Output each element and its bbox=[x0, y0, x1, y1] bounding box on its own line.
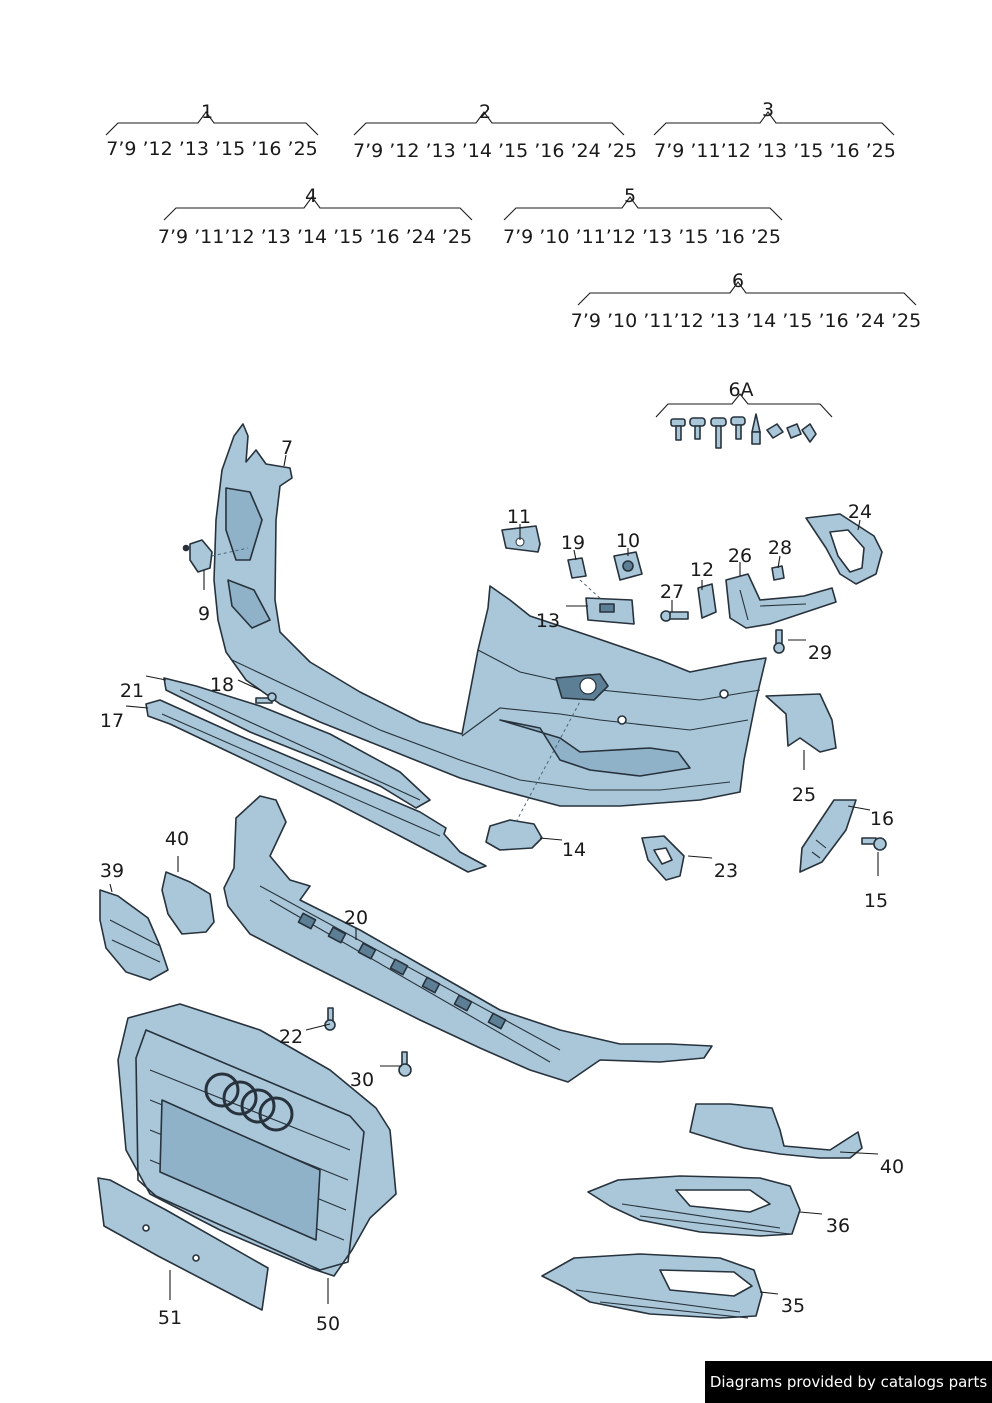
part-12 bbox=[697, 583, 717, 619]
callout-21: 21 bbox=[120, 680, 144, 702]
group-3: 3 7’9 ’11’12 ’13 ’15 ’16 ’25 bbox=[653, 99, 896, 162]
group-4-label: 4 bbox=[305, 185, 317, 207]
part-18-screw bbox=[255, 692, 277, 704]
callout-10: 10 bbox=[616, 530, 640, 552]
group-5: 5 7’9 ’10 ’11’12 ’13 ’15 ’16 ’25 bbox=[503, 185, 783, 248]
group-1-label: 1 bbox=[201, 101, 213, 123]
group-6a-label: 6A bbox=[728, 379, 753, 401]
part-30-screw bbox=[398, 1051, 412, 1077]
group-2-years-text: 7’9 ’12 ’13 ’14 ’15 ’16 ’24 ’25 bbox=[353, 140, 637, 162]
part-39 bbox=[99, 889, 169, 981]
callout-28: 28 bbox=[768, 537, 792, 559]
part-10 bbox=[613, 551, 643, 581]
part-40-right bbox=[689, 1103, 863, 1159]
callout-12: 12 bbox=[690, 559, 714, 581]
group-1: 1 7’9 ’12 ’13 ’15 ’16 ’25 bbox=[105, 101, 319, 160]
part-27-bolt bbox=[660, 610, 689, 622]
callout-16: 16 bbox=[870, 808, 894, 830]
fastener-kit bbox=[670, 413, 817, 449]
callout-15: 15 bbox=[864, 890, 888, 912]
callout-26: 26 bbox=[728, 545, 752, 567]
callout-14: 14 bbox=[562, 839, 586, 861]
part-9-bracket bbox=[182, 539, 249, 573]
callout-50: 50 bbox=[316, 1313, 340, 1335]
part-25 bbox=[765, 693, 837, 753]
callout-40-right: 40 bbox=[880, 1156, 904, 1178]
callout-22: 22 bbox=[279, 1026, 303, 1048]
part-11 bbox=[501, 525, 541, 553]
callout-19: 19 bbox=[561, 532, 585, 554]
part-50-grille bbox=[117, 1003, 397, 1277]
callout-39: 39 bbox=[100, 860, 124, 882]
part-13 bbox=[579, 579, 635, 625]
part-19 bbox=[567, 557, 587, 579]
part-26-bracket bbox=[725, 573, 837, 629]
callouts: 7 9 11 19 10 12 26 28 24 27 13 29 21 18 … bbox=[100, 437, 904, 1335]
callout-40-left: 40 bbox=[165, 828, 189, 850]
callout-25: 25 bbox=[792, 784, 816, 806]
group-3-years: 7’9 ’11’12 ’13 ’15 ’16 ’25 bbox=[654, 140, 896, 162]
group-6: 6 7’9 ’10 ’11’12 ’13 ’14 ’15 ’16 ’24 ’25 bbox=[571, 270, 921, 332]
part-29-screw bbox=[773, 629, 785, 654]
bumper-cover bbox=[213, 423, 767, 807]
part-14-cap bbox=[485, 693, 585, 851]
part-24-frame bbox=[805, 513, 883, 585]
callout-13: 13 bbox=[536, 610, 560, 632]
part-51-plate bbox=[97, 1177, 269, 1311]
credit-banner: Diagrams provided by catalogs parts bbox=[705, 1361, 992, 1403]
callout-27: 27 bbox=[660, 581, 684, 603]
part-17-strip bbox=[145, 699, 487, 873]
part-35-fog-grille bbox=[541, 1253, 763, 1319]
group-5-label: 5 bbox=[624, 185, 636, 207]
four-rings-logo bbox=[204, 1072, 294, 1132]
group-2: 2 7’9 ’12 ’13 ’14 ’15 ’16 ’24 ’25 bbox=[353, 101, 637, 162]
group-2-label: 2 bbox=[479, 101, 491, 123]
callout-24: 24 bbox=[848, 501, 872, 523]
group-4-years: 7’9 ’11’12 ’13 ’14 ’15 ’16 ’24 ’25 bbox=[158, 226, 472, 248]
part-15-bolt bbox=[861, 837, 887, 851]
group-5-years: 7’9 ’10 ’11’12 ’13 ’15 ’16 ’25 bbox=[503, 226, 781, 248]
callout-51: 51 bbox=[158, 1307, 182, 1329]
group-1-years: 7’9 ’12 ’13 ’15 ’16 ’25 bbox=[106, 138, 318, 160]
callout-18: 18 bbox=[210, 674, 234, 696]
part-36-fog-grille bbox=[587, 1175, 801, 1237]
part-28 bbox=[771, 565, 785, 581]
part-23 bbox=[641, 835, 685, 881]
part-22-screw bbox=[324, 1007, 336, 1031]
credit-text: Diagrams provided by catalogs parts bbox=[709, 1373, 988, 1391]
callout-36: 36 bbox=[826, 1215, 850, 1237]
callout-30: 30 bbox=[350, 1069, 374, 1091]
callout-35: 35 bbox=[781, 1295, 805, 1317]
group-6a: 6A bbox=[655, 379, 833, 418]
group-6-years: 7’9 ’10 ’11’12 ’13 ’14 ’15 ’16 ’24 ’25 bbox=[571, 310, 921, 332]
callout-29: 29 bbox=[808, 642, 832, 664]
callout-23: 23 bbox=[714, 860, 738, 882]
group-3-label: 3 bbox=[762, 99, 774, 121]
group-6-label: 6 bbox=[732, 270, 744, 292]
part-20-absorber bbox=[223, 795, 713, 1083]
callout-7: 7 bbox=[281, 437, 293, 459]
callout-20: 20 bbox=[344, 907, 368, 929]
part-16 bbox=[799, 799, 857, 873]
part-21-strip bbox=[163, 677, 431, 809]
part-40-left bbox=[161, 871, 215, 935]
callout-9: 9 bbox=[198, 603, 210, 625]
group-4: 4 7’9 ’11’12 ’13 ’14 ’15 ’16 ’24 ’25 bbox=[158, 185, 473, 248]
leader-lines bbox=[109, 454, 879, 1304]
callout-17: 17 bbox=[100, 710, 124, 732]
callout-11: 11 bbox=[507, 506, 531, 528]
